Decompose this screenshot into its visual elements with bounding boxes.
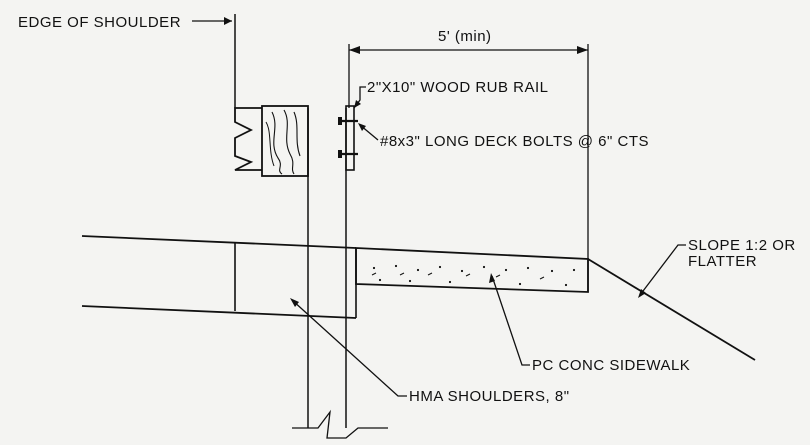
wood-rub-rail [345,105,355,171]
dimension-line [348,44,589,292]
edge-of-shoulder-leader [192,17,232,25]
slope-label-line1: SLOPE 1:2 OR [688,237,796,254]
hma-shoulder [81,235,357,319]
sidewalk-leader [489,273,530,366]
w-beam-rail [234,107,262,171]
wood-blockout [261,105,309,177]
rub-rail-leader [353,86,366,109]
deck-bolts-leader [358,123,379,141]
slope-label-line2: FLATTER [688,253,757,270]
sidewalk-label: PC CONC SIDEWALK [532,357,690,374]
deck-bolts [338,117,358,158]
deck-bolts-label: #8x3" LONG DECK BOLTS @ 6" CTS [380,133,649,150]
edge-of-shoulder-label: EDGE OF SHOULDER [18,14,181,31]
slope-leader [638,244,686,298]
hma-shoulders-leader [290,298,407,397]
dimension-label: 5' (min) [438,28,492,45]
rub-rail-label: 2"X10" WOOD RUB RAIL [367,79,549,96]
hma-shoulders-label: HMA SHOULDERS, 8" [409,388,570,405]
embankment-slope [587,258,756,361]
concrete-sidewalk [355,247,589,293]
